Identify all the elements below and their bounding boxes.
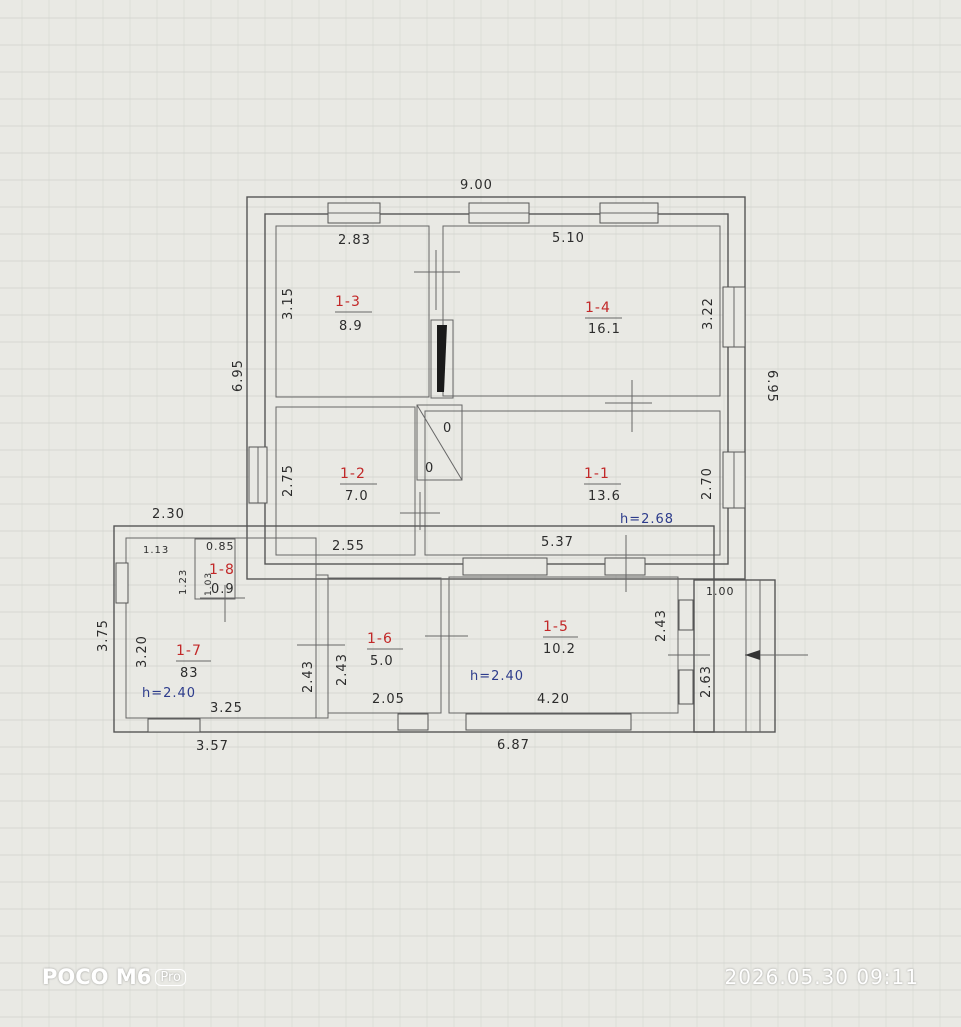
dim-label: 3.15 xyxy=(281,287,296,320)
dim-label: 2.83 xyxy=(338,233,371,248)
height-note: h=2.40 xyxy=(142,686,196,701)
dim-label: 3.75 xyxy=(96,619,111,652)
height-note: h=2.40 xyxy=(470,669,524,684)
room-id: 1-4 xyxy=(585,300,611,316)
dim-label: 9.00 xyxy=(460,178,493,193)
room-area: 0.9 xyxy=(211,582,235,597)
dim-label: 3.25 xyxy=(210,701,243,716)
stove-mark: 0 xyxy=(425,461,434,476)
dim-label: 6.95 xyxy=(231,359,246,392)
windows xyxy=(115,202,746,733)
height-note: h=2.68 xyxy=(620,512,674,527)
dim-label: 2.30 xyxy=(152,507,185,522)
dim-label: 2.43 xyxy=(654,609,669,642)
room-area: 8.9 xyxy=(339,319,363,334)
room-id: 1-3 xyxy=(335,294,361,310)
pro-badge: Pro xyxy=(155,969,186,986)
dim-label: 2.05 xyxy=(372,692,405,707)
dim-label: 2.75 xyxy=(281,464,296,497)
dim-label: 2.70 xyxy=(700,467,715,500)
room-area: 10.2 xyxy=(543,642,576,657)
dim-label: 3.57 xyxy=(196,739,229,754)
dim-label: 2.43 xyxy=(301,660,316,693)
room-area: 83 xyxy=(180,666,199,681)
room-id: 1-2 xyxy=(340,466,366,482)
room-area: 16.1 xyxy=(588,322,621,337)
stove-mark: 0 xyxy=(443,421,452,436)
dim-label: 1.00 xyxy=(706,585,735,598)
dim-label: 4.20 xyxy=(537,692,570,707)
dim-label: 5.37 xyxy=(541,535,574,550)
dim-label: 6.87 xyxy=(497,738,530,753)
dim-label: 0.85 xyxy=(206,540,235,553)
room-id: 1-1 xyxy=(584,466,610,482)
room-area: 5.0 xyxy=(370,654,394,669)
room-labels: 1-3 8.9 1-4 16.1 1-2 7.0 1-1 13.6 1-8 0.… xyxy=(142,294,674,701)
brand-text: POCO M6 xyxy=(42,965,152,989)
dim-label: 6.95 xyxy=(764,370,779,403)
room-area: 13.6 xyxy=(588,489,621,504)
dim-label: 1.23 xyxy=(178,569,189,595)
dim-label: 2.63 xyxy=(699,665,714,698)
dimension-labels: 9.00 2.83 3.15 5.10 3.22 6.95 6.95 2.75 … xyxy=(96,178,779,754)
room-id: 1-5 xyxy=(543,619,569,635)
timestamp-watermark: 2026.05.30 09:11 xyxy=(724,965,919,989)
dim-label: 3.22 xyxy=(701,297,716,330)
room-id: 1-7 xyxy=(176,643,202,659)
room-area: 7.0 xyxy=(345,489,369,504)
dim-label: 5.10 xyxy=(552,231,585,246)
dim-label: 1.13 xyxy=(143,545,169,556)
dim-label: 1.03 xyxy=(204,572,214,596)
dim-label: 2.43 xyxy=(335,653,350,686)
room-id: 1-6 xyxy=(367,631,393,647)
dim-label: 3.20 xyxy=(135,635,150,668)
room-id: 1-8 xyxy=(209,562,235,578)
dim-label: 2.55 xyxy=(332,539,365,554)
walls xyxy=(113,196,808,733)
